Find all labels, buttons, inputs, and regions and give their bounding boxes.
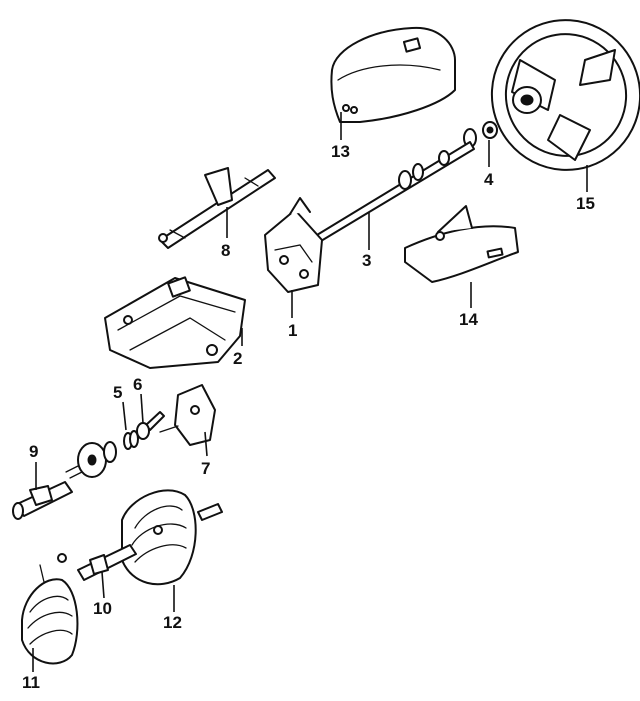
part-intermediate-shaft: [12, 481, 73, 520]
part-shift-tube: [158, 167, 276, 249]
part-upper-shroud: [330, 26, 456, 123]
callout-4: 4: [484, 170, 494, 189]
callout-5: 5: [113, 383, 122, 402]
callout-13: 13: [331, 142, 350, 161]
callout-8: 8: [221, 241, 230, 260]
part-switch-housing: [159, 384, 216, 446]
callout-12: 12: [163, 613, 182, 632]
part-dash-seal: [121, 489, 223, 586]
part-bolt: [136, 411, 165, 440]
callout-leaders: [32, 112, 588, 672]
part-lock-housing: [264, 197, 323, 293]
part-column-bracket: [104, 276, 246, 369]
callout-9: 9: [29, 442, 38, 461]
callout-3: 3: [362, 251, 371, 270]
callout-15: 15: [576, 194, 595, 213]
part-steering-wheel: [490, 19, 640, 171]
callout-6: 6: [133, 375, 142, 394]
part-lower-boot: [21, 564, 79, 665]
part-nut-washer: [463, 121, 498, 148]
callout-1: 1: [288, 321, 297, 340]
callout-10: 10: [93, 599, 112, 618]
callout-7: 7: [201, 459, 210, 478]
callout-14: 14: [459, 310, 478, 329]
callout-11: 11: [22, 673, 40, 692]
part-gear-assembly: [65, 441, 117, 479]
part-lower-shroud: [404, 205, 519, 283]
part-steering-shaft: [311, 141, 475, 245]
part-spring: [123, 430, 139, 450]
part-coupling: [57, 544, 137, 581]
callout-2: 2: [233, 349, 242, 368]
